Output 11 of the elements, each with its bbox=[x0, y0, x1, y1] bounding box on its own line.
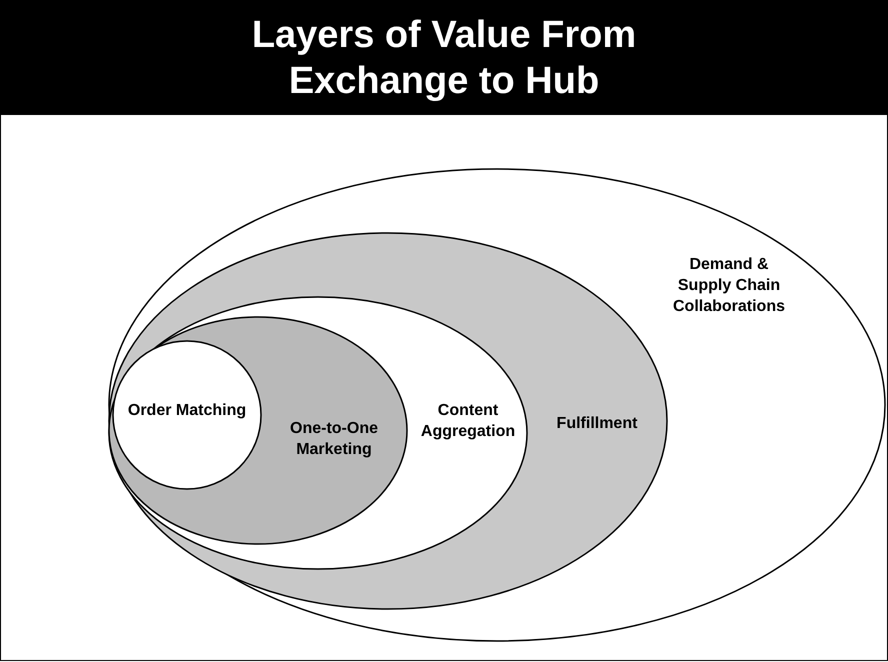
layer-label: One-to-One Marketing bbox=[289, 419, 379, 460]
layer-label: Fulfillment bbox=[556, 414, 638, 434]
layer-ellipse bbox=[108, 316, 408, 545]
layer-ellipse bbox=[112, 340, 262, 490]
layer-label: Demand & Supply Chain Collaborations bbox=[672, 255, 786, 317]
layer-ellipse bbox=[108, 232, 668, 610]
title-banner: Layers of Value From Exchange to Hub bbox=[0, 0, 888, 115]
layer-ellipse bbox=[108, 296, 528, 570]
layer-label: Content Aggregation bbox=[420, 401, 516, 442]
layer-ellipse bbox=[108, 168, 886, 642]
layer-label: Order Matching bbox=[126, 401, 248, 421]
